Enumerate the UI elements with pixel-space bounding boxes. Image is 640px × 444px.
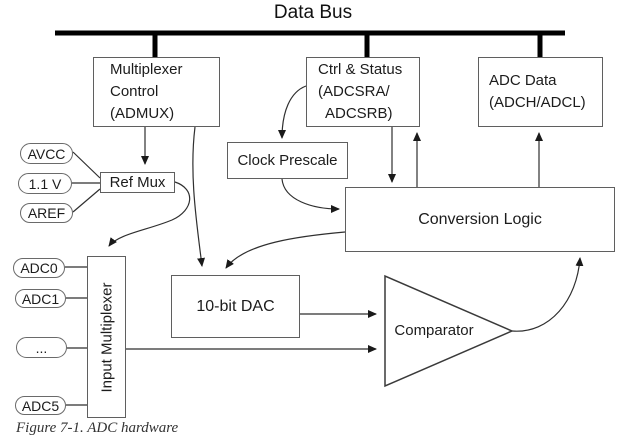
comparator-shape xyxy=(384,274,514,388)
adc1-channel-pill: ADC1 xyxy=(15,289,66,308)
input-multiplexer-box xyxy=(87,256,126,418)
adc0-channel-pill: ADC0 xyxy=(13,258,65,278)
wire-clock-prescale-to-conversion-logic xyxy=(281,178,340,213)
ellipsis-channel-pill: ... xyxy=(16,337,67,358)
comparator-label: Comparator xyxy=(394,322,474,339)
wire-refmux-to-input-multiplexer xyxy=(108,181,191,247)
wire-comparator-to-conversion-logic xyxy=(511,257,584,332)
adc-data-line: (ADCH/ADCL) xyxy=(489,94,586,111)
admux-register-box: Multiplexer Control (ADMUX) xyxy=(93,57,220,127)
wire-ctrl-status-to-clock-prescale xyxy=(278,85,307,139)
wire-avcc-to-refmux xyxy=(72,151,101,179)
conversion-logic-box: Conversion Logic xyxy=(345,187,615,252)
adc-data-register-box: ADC Data (ADCH/ADCL) xyxy=(478,57,603,127)
wire-admux-to-dac xyxy=(192,126,206,267)
ctrl-status-register-box: Ctrl & Status (ADCSRA/ ADCSRB) xyxy=(306,57,420,127)
dac-box: 10-bit DAC xyxy=(171,275,300,338)
ctrl-status-line: (ADCSRA/ xyxy=(318,83,390,100)
aref-reference-pill: AREF xyxy=(20,203,73,223)
wire-conversion-logic-to-dac xyxy=(225,231,346,269)
admux-line: Multiplexer xyxy=(110,61,183,78)
avcc-reference-pill: AVCC xyxy=(20,143,73,164)
ref-mux-box: Ref Mux xyxy=(100,172,175,193)
figure-caption: Figure 7-1. ADC hardware xyxy=(16,420,179,436)
wire-aref-to-refmux xyxy=(72,188,101,213)
clock-prescale-box: Clock Prescale xyxy=(227,142,348,179)
adc5-channel-pill: ADC5 xyxy=(15,396,66,415)
input-multiplexer-label: Input Multiplexer xyxy=(98,282,116,393)
internal-1v1-reference-pill: 1.1 V xyxy=(18,173,72,194)
admux-line: (ADMUX) xyxy=(110,105,175,122)
admux-line: Control xyxy=(110,83,159,100)
ctrl-status-line: Ctrl & Status xyxy=(318,61,403,78)
adc-data-line: ADC Data xyxy=(489,72,557,89)
ctrl-status-line: ADCSRB) xyxy=(325,105,393,122)
data-bus-title: Data Bus xyxy=(273,2,353,23)
